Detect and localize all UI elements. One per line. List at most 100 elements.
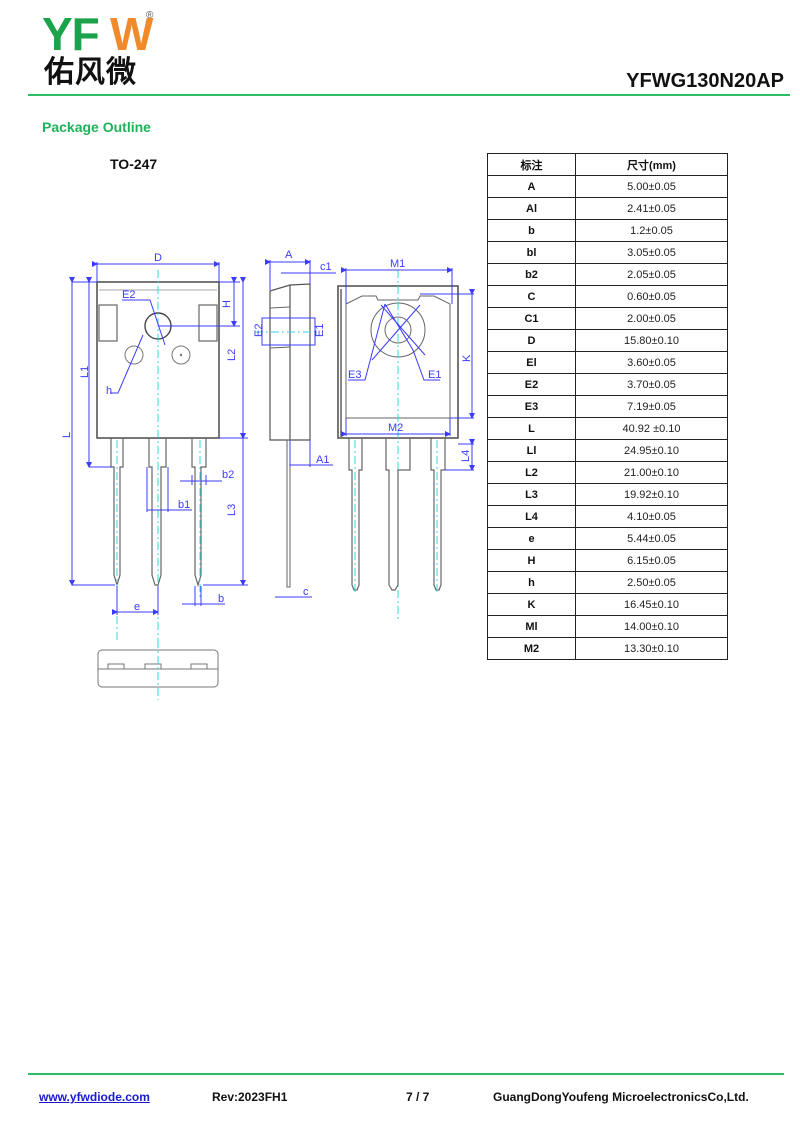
dimension-symbol: Ml (487, 615, 576, 638)
dimension-symbol: bl (487, 241, 576, 264)
dimension-value: 14.00±0.10 (575, 615, 728, 638)
dimension-value: 3.60±0.05 (575, 351, 728, 374)
logo-text-yf: YF (42, 8, 100, 60)
front-view: D E2 h L L1 H L2 L3 b2 b1 e b (61, 252, 248, 640)
dimension-symbol: L (487, 417, 576, 440)
dimension-symbol: K (487, 593, 576, 616)
footer-revision: Rev:2023FH1 (212, 1090, 288, 1104)
header-symbol: 标注 (487, 153, 576, 176)
back-label-K: K (461, 354, 473, 362)
dim-label-b1: b1 (178, 499, 190, 511)
footer-company: GuangDongYoufeng MicroelectronicsCo,Ltd. (493, 1090, 749, 1104)
side-label-E1: E1 (314, 324, 326, 337)
dim-label-E2: E2 (122, 289, 135, 301)
dimension-symbol: e (487, 527, 576, 550)
dimension-symbol: E3 (487, 395, 576, 418)
back-label-L4: L4 (460, 450, 472, 462)
dimension-symbol: M2 (487, 637, 576, 660)
website-link[interactable]: www.yfwdiode.com (39, 1090, 150, 1104)
side-label-E2: E2 (253, 324, 265, 337)
dimension-value: 40.92 ±0.10 (575, 417, 728, 440)
dimension-symbol: L4 (487, 505, 576, 528)
dim-label-L1: L1 (79, 366, 91, 378)
dimension-symbol: H (487, 549, 576, 572)
dimension-value: 2.05±0.05 (575, 263, 728, 286)
dimension-value: 3.70±0.05 (575, 373, 728, 396)
back-label-M2: M2 (388, 422, 403, 434)
dimension-value: 2.00±0.05 (575, 307, 728, 330)
side-view: A c1 E2 E1 A1 c (253, 249, 336, 598)
package-outline-drawing: D E2 h L L1 H L2 L3 b2 b1 e b (61, 249, 475, 700)
dimension-value: 2.41±0.05 (575, 197, 728, 220)
header-divider (28, 94, 790, 96)
section-title: Package Outline (42, 119, 151, 135)
dimension-symbol: D (487, 329, 576, 352)
back-label-M1: M1 (390, 258, 405, 270)
table-header-row: 标注 尺寸(mm) (487, 153, 728, 176)
dim-label-e: e (134, 601, 140, 613)
registered-mark: ® (146, 10, 154, 21)
dimension-value: 21.00±0.10 (575, 461, 728, 484)
package-name: TO-247 (110, 156, 158, 172)
dimension-value: 6.15±0.05 (575, 549, 728, 572)
company-logo: YF W ® 佑风微 (40, 10, 170, 92)
dimension-symbol: L3 (487, 483, 576, 506)
side-label-c: c (303, 586, 309, 598)
dimension-value: 4.10±0.05 (575, 505, 728, 528)
dimension-value: 16.45±0.10 (575, 593, 728, 616)
header-dimension: 尺寸(mm) (575, 153, 728, 176)
dimension-value: 5.44±0.05 (575, 527, 728, 550)
back-label-E1: E1 (428, 369, 441, 381)
dimension-symbol: h (487, 571, 576, 594)
dimension-value: 0.60±0.05 (575, 285, 728, 308)
dimension-value: 24.95±0.10 (575, 439, 728, 462)
dimension-value: 3.05±0.05 (575, 241, 728, 264)
front-tab-left (98, 304, 118, 342)
dimension-value: 5.00±0.05 (575, 175, 728, 198)
dimension-symbol: b2 (487, 263, 576, 286)
bottom-view (97, 640, 219, 700)
back-view: M1 M2 K E3 E1 L4 (337, 258, 475, 620)
dimension-value: 1.2±0.05 (575, 219, 728, 242)
side-label-A: A (285, 249, 293, 261)
dimension-value: 15.80±0.10 (575, 329, 728, 352)
footer-website[interactable]: www.yfwdiode.com (39, 1090, 150, 1104)
dimension-symbol: El (487, 351, 576, 374)
footer-page-number: 7 / 7 (406, 1090, 430, 1104)
dimension-symbol: A (487, 175, 576, 198)
dim-label-L: L (61, 432, 73, 438)
dim-label-D: D (154, 252, 162, 264)
dimension-value: 7.19±0.05 (575, 395, 728, 418)
front-tab-right (198, 304, 218, 342)
dimension-symbol: b (487, 219, 576, 242)
footer-divider (28, 1073, 784, 1075)
dimension-value: 13.30±0.10 (575, 637, 728, 660)
logo-chinese-name: 佑风微 (44, 55, 137, 90)
dimension-symbol: C (487, 285, 576, 308)
ejector-pin-right (171, 345, 191, 365)
dimension-value: 19.92±0.10 (575, 483, 728, 506)
dim-label-L2: L2 (226, 349, 238, 361)
back-label-E3: E3 (348, 369, 361, 381)
dimension-symbol: Ll (487, 439, 576, 462)
dimension-symbol: L2 (487, 461, 576, 484)
ejector-pin-left (124, 345, 144, 365)
dim-label-L3: L3 (226, 504, 238, 516)
